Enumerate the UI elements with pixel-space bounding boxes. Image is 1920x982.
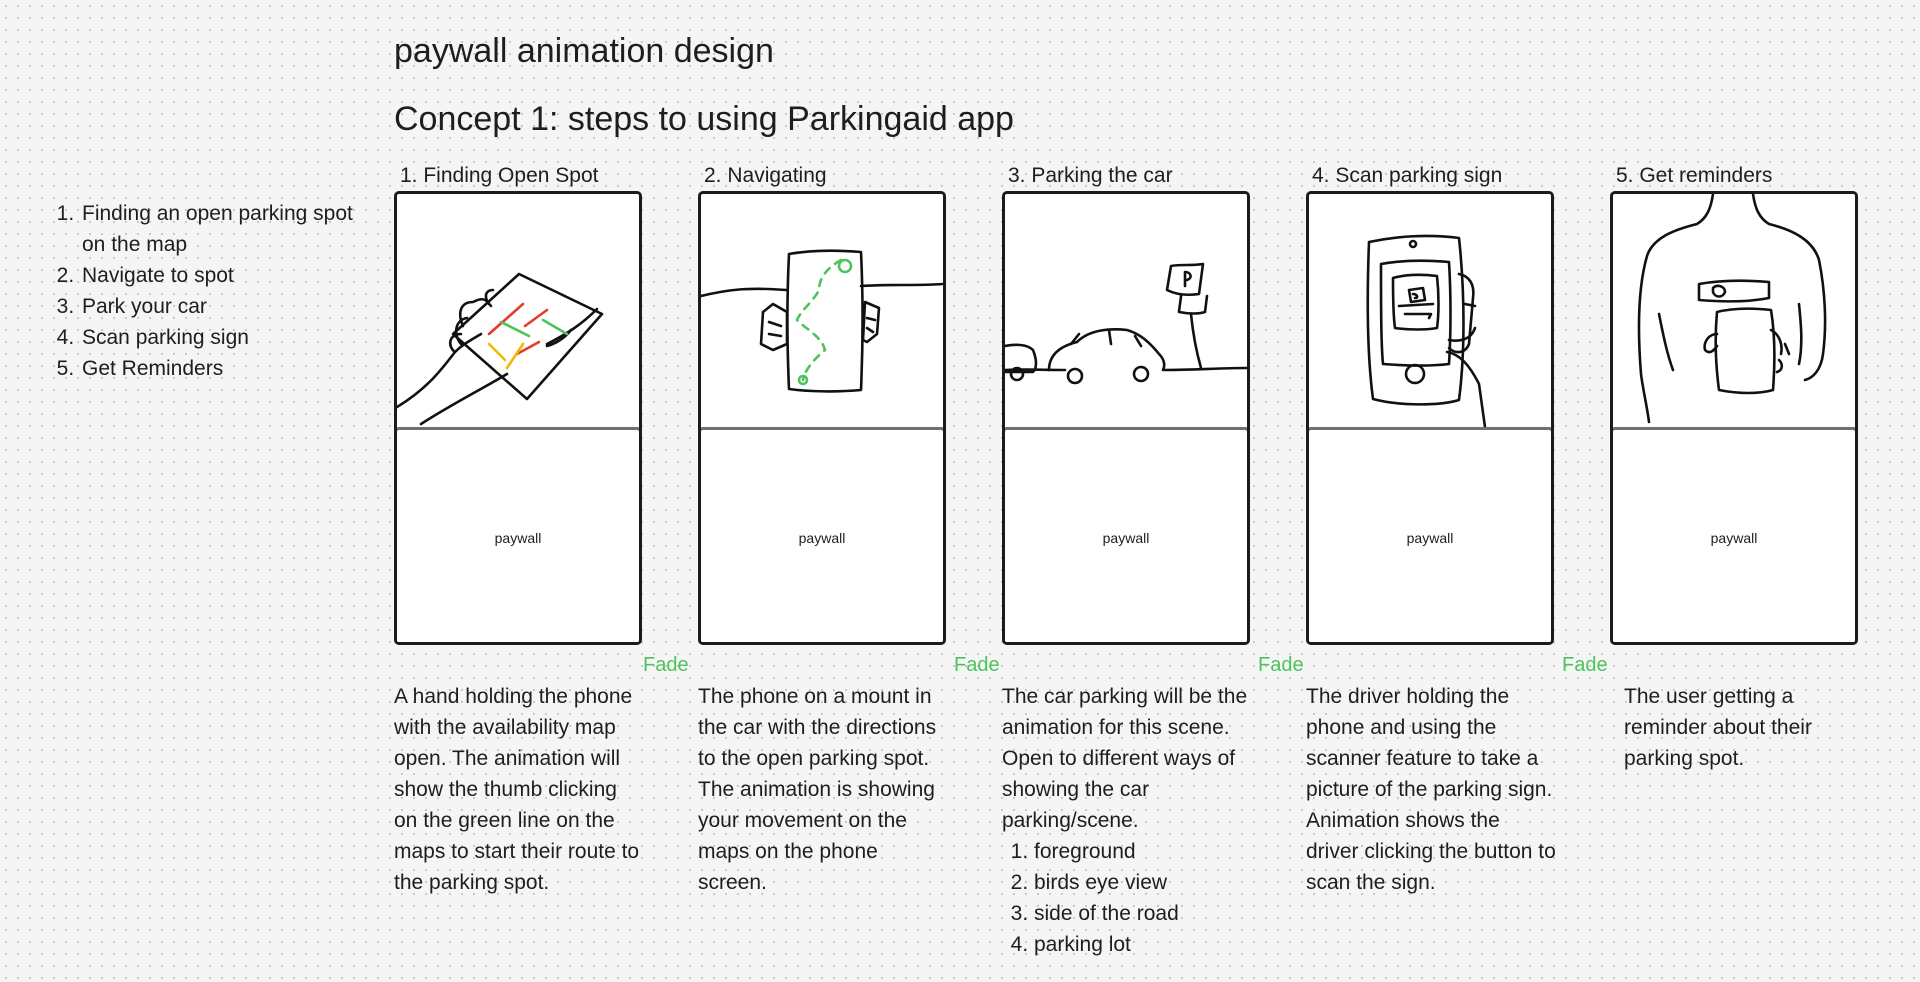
frame-card-1[interactable]: paywall (394, 191, 642, 645)
frame-label-4: 4. Scan parking sign (1312, 164, 1503, 187)
view-options-list: foreground birds eye view side of the ro… (1002, 836, 1252, 960)
fade-transition-label-1: Fade (643, 654, 689, 676)
frame-description-2: The phone on a mount in the car with the… (698, 681, 948, 898)
paywall-placeholder-5: paywall (1613, 427, 1855, 642)
view-option-item: birds eye view (1034, 867, 1252, 898)
paywall-label: paywall (1710, 529, 1758, 546)
concept-title: Concept 1: steps to using Parkingaid app (394, 100, 1014, 138)
frame-label-1: 1. Finding Open Spot (400, 164, 599, 187)
frame-description-1: A hand holding the phone with the availa… (394, 681, 644, 898)
view-option-item: foreground (1034, 836, 1252, 867)
paywall-placeholder-3: paywall (1005, 427, 1247, 642)
fade-transition-label-2: Fade (954, 654, 1000, 676)
steps-list-item: Scan parking sign (80, 322, 360, 353)
steps-list: Finding an open parking spot on the map … (52, 198, 360, 384)
paywall-label: paywall (494, 529, 542, 546)
paywall-placeholder-1: paywall (397, 427, 639, 642)
steps-list-item: Finding an open parking spot on the map (80, 198, 360, 260)
frame-description-3: The car parking will be the animation fo… (1002, 681, 1252, 960)
frame-label-2: 2. Navigating (704, 164, 827, 187)
steps-list-item: Park your car (80, 291, 360, 322)
frame-label-5: 5. Get reminders (1616, 164, 1773, 187)
fade-transition-label-3: Fade (1258, 654, 1304, 676)
paywall-label: paywall (1102, 529, 1150, 546)
steps-list-item: Navigate to spot (80, 260, 360, 291)
paywall-label: paywall (798, 529, 846, 546)
frame-description-4: The driver holding the phone and using t… (1306, 681, 1556, 898)
reminder-person-sketch-icon (1613, 194, 1855, 427)
fade-transition-label-4: Fade (1562, 654, 1608, 676)
board-title: paywall animation design (394, 32, 774, 70)
paywall-placeholder-4: paywall (1309, 427, 1551, 642)
frame-card-5[interactable]: paywall (1610, 191, 1858, 645)
scan-sign-sketch-icon (1309, 194, 1551, 427)
frame-description-text: A hand holding the phone with the availa… (394, 685, 640, 894)
frame-card-2[interactable]: paywall (698, 191, 946, 645)
view-option-item: side of the road (1034, 898, 1252, 929)
frame-description-text: The car parking will be the animation fo… (1002, 685, 1248, 832)
frame-card-4[interactable]: paywall (1306, 191, 1554, 645)
frame-description-text: The user getting a reminder about their … (1624, 685, 1812, 770)
steps-list-item: Get Reminders (80, 353, 360, 384)
paywall-label: paywall (1406, 529, 1454, 546)
frame-description-5: The user getting a reminder about their … (1624, 681, 1864, 774)
frame-card-3[interactable]: paywall (1002, 191, 1250, 645)
frame-description-text: The phone on a mount in the car with the… (698, 685, 937, 894)
frame-label-3: 3. Parking the car (1008, 164, 1173, 187)
phone-on-mount-sketch-icon (701, 194, 943, 427)
frame-description-text: The driver holding the phone and using t… (1306, 685, 1556, 894)
hand-holding-map-sketch-icon (397, 194, 639, 427)
car-parking-sketch-icon (1005, 194, 1247, 427)
paywall-placeholder-2: paywall (701, 427, 943, 642)
view-option-item: parking lot (1034, 929, 1252, 960)
